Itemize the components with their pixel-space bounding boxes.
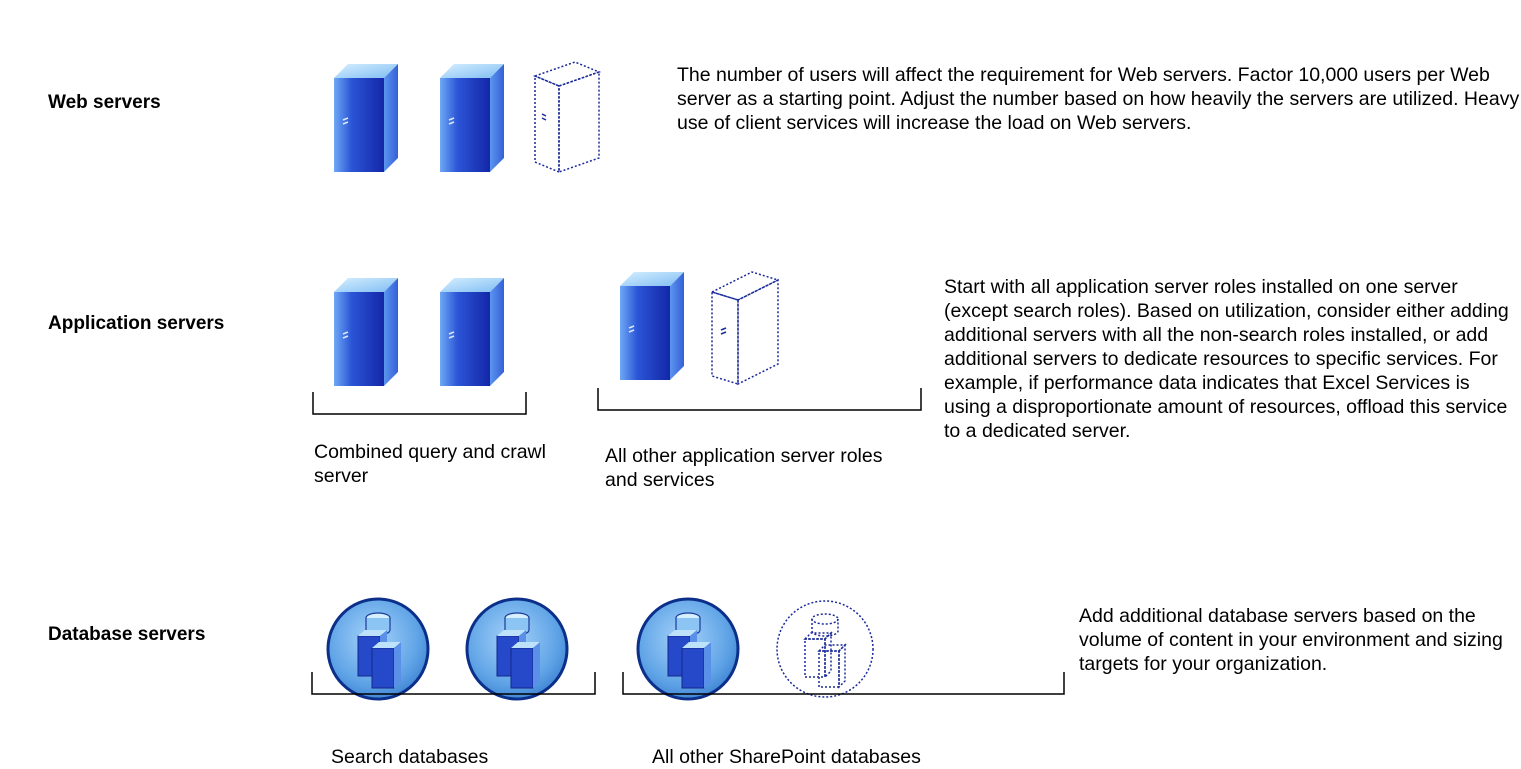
server-placeholder-icon [709,271,781,386]
group-bracket [597,388,922,411]
group-bracket [312,392,527,415]
database-servers-description: Add additional database servers based on… [1079,605,1503,675]
server-icon [440,64,504,172]
group-caption: All other SharePoint databases [652,746,921,768]
server-icon [440,278,504,386]
server-icon [334,64,398,172]
group-caption: Combined query and crawl server [314,441,546,487]
application-servers-description: Start with all application server roles … [944,276,1509,442]
database-server-icon [465,597,569,701]
web-servers-label: Web servers [48,92,161,113]
group-bracket [622,672,1065,695]
server-icon [334,278,398,386]
server-placeholder-icon [532,61,602,174]
database-server-icon [326,597,430,701]
server-icon [620,272,684,380]
database-server-icon [636,597,740,701]
group-bracket [311,672,596,695]
group-caption: All other application server roles and s… [605,445,883,491]
database-servers-label: Database servers [48,624,206,645]
database-server-placeholder-icon [776,600,874,698]
application-servers-label: Application servers [48,313,225,334]
group-caption: Search databases [331,746,489,768]
web-servers-description: The number of users will affect the requ… [677,64,1520,134]
